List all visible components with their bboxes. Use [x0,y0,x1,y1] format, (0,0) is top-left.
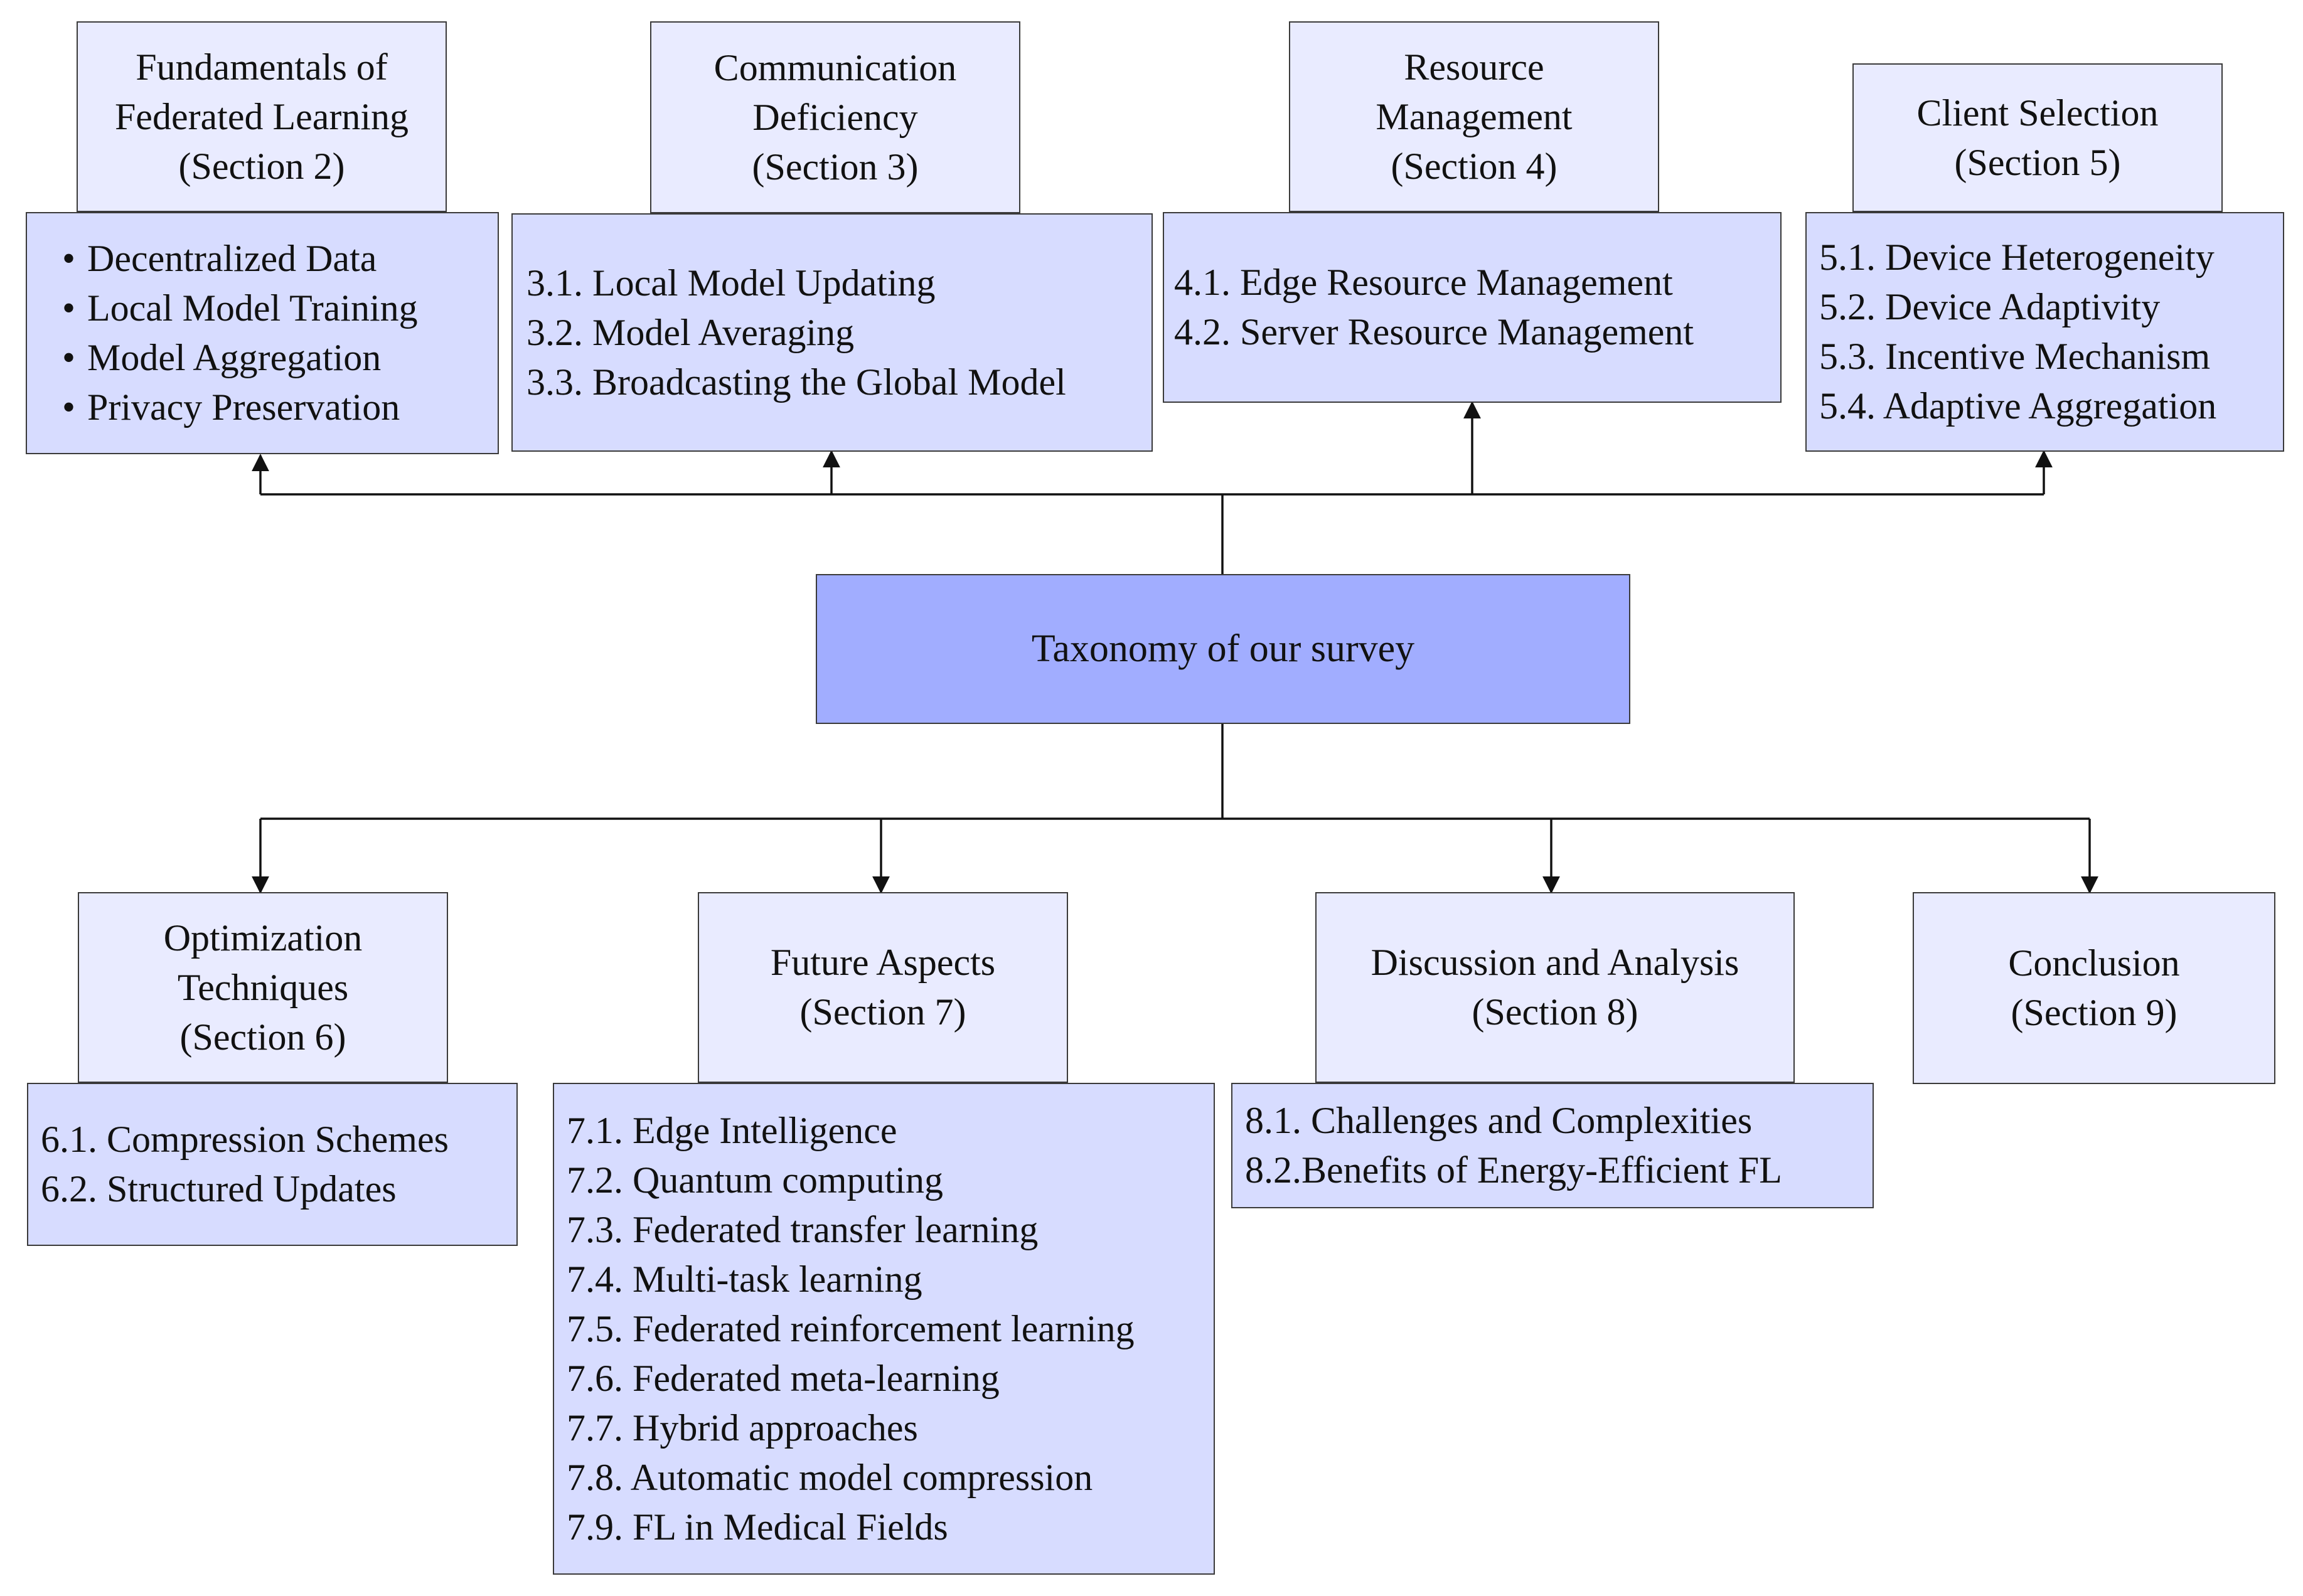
section-7-item: 7.9. FL in Medical Fields [567,1506,948,1548]
taxonomy-root-node: Taxonomy of our survey [816,574,1630,724]
section-2-title-line: (Section 2) [178,145,345,187]
section-5-title-line: (Section 5) [1954,141,2121,183]
section-8-title-box: Discussion and Analysis (Section 8) [1315,892,1795,1083]
section-6-title-box: Optimization Techniques (Section 6) [78,892,448,1083]
section-4-item: 4.2. Server Resource Management [1174,311,1694,353]
section-5-item: 5.4. Adaptive Aggregation [1819,385,2217,427]
section-3-item: 3.2. Model Averaging [526,311,855,353]
section-3-item: 3.1. Local Model Updating [526,262,936,304]
section-7-item: 7.7. Hybrid approaches [567,1407,918,1449]
section-4-title-line: Resource [1404,46,1544,88]
section-6-item: 6.1. Compression Schemes [41,1119,449,1160]
section-6-title-line: (Section 6) [179,1016,346,1058]
section-7-item: 7.6. Federated meta-learning [567,1357,1000,1399]
section-2-title-line: Federated Learning [114,95,409,137]
section-8-item: 8.2.Benefits of Energy-Efficient FL [1245,1149,1782,1191]
section-2-item: •Privacy Preservation [62,383,498,432]
section-5-items-box: 5.1. Device Heterogeneity 5.2. Device Ad… [1805,212,2284,452]
section-7-title-line: Future Aspects [770,942,996,983]
section-8-item: 8.1. Challenges and Complexities [1245,1100,1753,1141]
section-5-item: 5.1. Device Heterogeneity [1819,237,2215,278]
section-7-item: 7.1. Edge Intelligence [567,1109,897,1151]
section-3-title-line: (Section 3) [752,146,919,188]
bullet-icon: • [62,386,76,428]
section-5-title-line: Client Selection [1916,92,2159,134]
section-8-title-line: (Section 8) [1472,991,1638,1033]
section-8-title-line: Discussion and Analysis [1371,942,1739,983]
bullet-icon: • [62,337,76,378]
section-7-item: 7.5. Federated reinforcement learning [567,1307,1135,1349]
section-7-title-box: Future Aspects (Section 7) [698,892,1068,1083]
section-6-item: 6.2. Structured Updates [41,1168,397,1210]
bullet-icon: • [62,287,76,329]
section-3-items-box: 3.1. Local Model Updating 3.2. Model Ave… [511,213,1153,452]
section-2-title-line: Fundamentals of [136,46,388,88]
section-4-title-line: (Section 4) [1391,145,1558,187]
section-6-items-box: 6.1. Compression Schemes 6.2. Structured… [27,1083,518,1246]
section-4-title-line: Management [1376,95,1573,137]
section-2-item: •Local Model Training [62,284,498,333]
section-7-item: 7.2. Quantum computing [567,1159,943,1201]
section-3-item: 3.3. Broadcasting the Global Model [526,361,1066,403]
section-7-item: 7.8. Automatic model compression [567,1456,1093,1498]
section-2-item: •Decentralized Data [62,234,498,284]
section-7-item: 7.3. Federated transfer learning [567,1208,1039,1250]
taxonomy-root-label: Taxonomy of our survey [1031,627,1415,670]
section-5-title-box: Client Selection (Section 5) [1852,63,2223,212]
section-3-title-box: Communication Deficiency (Section 3) [650,21,1020,213]
section-3-title-line: Communication [713,46,957,88]
section-3-title-line: Deficiency [752,96,918,138]
section-6-title-line: Techniques [177,966,349,1008]
section-9-title-line: (Section 9) [2011,992,2177,1033]
section-7-items-box: 7.1. Edge Intelligence 7.2. Quantum comp… [553,1083,1215,1575]
section-5-item: 5.2. Device Adaptivity [1819,286,2161,327]
section-2-item: •Model Aggregation [62,333,498,383]
section-2-title-box: Fundamentals of Federated Learning (Sect… [77,21,447,212]
section-8-items-box: 8.1. Challenges and Complexities 8.2.Ben… [1231,1083,1874,1208]
section-4-item: 4.1. Edge Resource Management [1174,262,1673,303]
section-2-items-box: •Decentralized Data •Local Model Trainin… [26,212,499,454]
section-9-title-box: Conclusion (Section 9) [1913,892,2275,1084]
section-7-title-line: (Section 7) [799,991,966,1033]
section-9-title-line: Conclusion [2008,942,2180,984]
bullet-icon: • [62,238,76,279]
section-4-items-box: 4.1. Edge Resource Management 4.2. Serve… [1163,212,1782,403]
section-4-title-box: Resource Management (Section 4) [1289,21,1659,212]
section-7-item: 7.4. Multi-task learning [567,1258,922,1300]
section-5-item: 5.3. Incentive Mechanism [1819,336,2211,377]
section-6-title-line: Optimization [163,917,363,959]
